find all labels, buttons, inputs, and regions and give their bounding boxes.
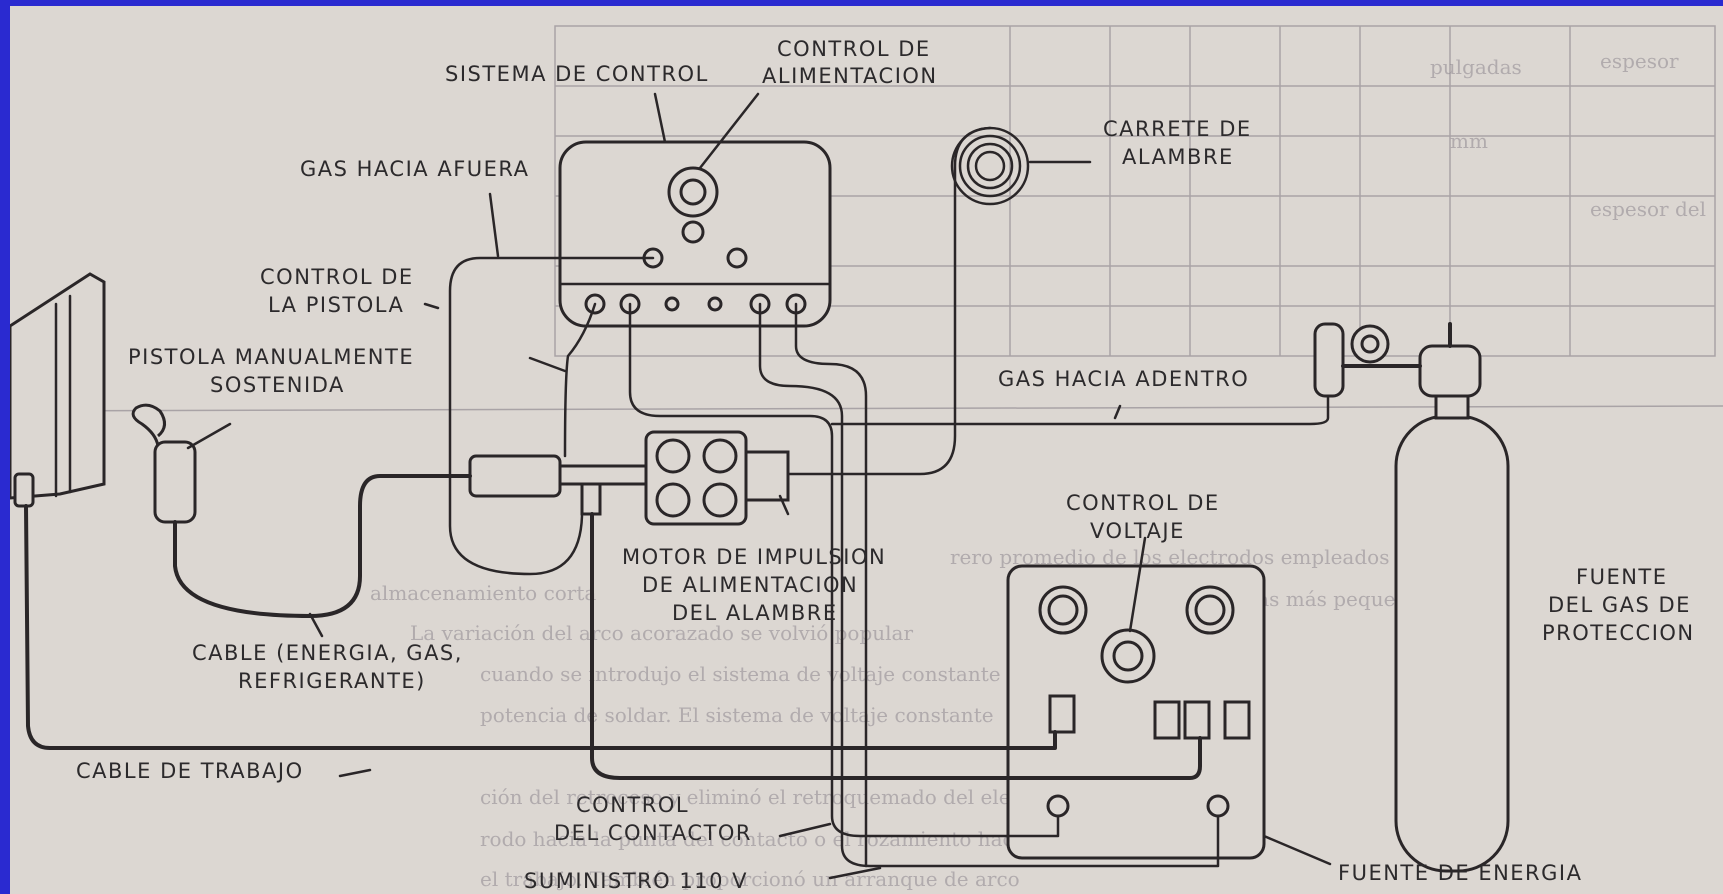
ghost-text-6: almacenamiento corta — [370, 581, 596, 605]
label-fuente-gas-1: FUENTE — [1576, 565, 1668, 589]
label-fuente-de-energia: FUENTE DE ENERGIA — [1338, 861, 1582, 885]
power-terminal-4[interactable] — [1225, 702, 1249, 738]
contactor-port[interactable] — [1048, 796, 1068, 816]
supply-port[interactable] — [1208, 796, 1228, 816]
feeder-lamp-2 — [709, 298, 721, 310]
label-carrete-2: ALAMBRE — [1122, 145, 1234, 169]
control-system-box — [560, 142, 830, 326]
power-terminal-2[interactable] — [1155, 702, 1179, 738]
label-control-alimentacion-2: ALIMENTACION — [762, 64, 938, 88]
label-carrete-1: CARRETE DE — [1103, 117, 1252, 141]
label-control-voltaje-2: VOLTAJE — [1090, 519, 1185, 543]
label-fuente-gas-3: PROTECCION — [1542, 621, 1695, 645]
diagram-page: espesor pulgadas mm espesor del rero pro… — [10, 6, 1723, 894]
ghost-text-0: espesor — [1600, 49, 1679, 73]
label-control-contactor-2: DEL CONTACTOR — [554, 821, 752, 845]
contactor-cable — [630, 304, 1058, 836]
label-control-pistola-2: LA PISTOLA — [268, 293, 404, 317]
label-fuente-gas-2: DEL GAS DE — [1548, 593, 1691, 617]
ghost-text-7: La variación del arco acorazado se volvi… — [410, 621, 913, 645]
gas-in-port[interactable] — [728, 249, 746, 267]
power-terminal-3[interactable] — [1185, 702, 1209, 738]
ghost-text-2: mm — [1450, 129, 1488, 153]
label-gas-hacia-adentro: GAS HACIA ADENTRO — [998, 367, 1249, 391]
label-gas-hacia-afuera: GAS HACIA AFUERA — [300, 157, 530, 181]
workpiece — [10, 274, 104, 506]
wire-drive-motor — [646, 432, 788, 524]
label-pistola-1: PISTOLA MANUALMENTE — [128, 345, 414, 369]
label-control-contactor-1: CONTROL — [576, 793, 689, 817]
torch-connector — [470, 456, 646, 514]
power-terminal-1[interactable] — [1050, 696, 1074, 732]
label-pistola-2: SOSTENIDA — [210, 373, 345, 397]
label-control-pistola-1: CONTROL DE — [260, 265, 414, 289]
ghost-text-1: pulgadas — [1430, 55, 1522, 79]
flow-regulator[interactable] — [1315, 324, 1343, 396]
label-suministro: SUMINISTRO 110 V — [524, 869, 748, 893]
gas-in-hose — [832, 396, 1328, 424]
label-cable-2: REFRIGERANTE) — [238, 669, 426, 693]
label-motor-1: MOTOR DE IMPULSION — [622, 545, 886, 569]
label-cable-1: CABLE (ENERGIA, GAS, — [192, 641, 463, 665]
label-motor-3: DEL ALAMBRE — [672, 601, 838, 625]
gmaw-equipment-diagram: espesor pulgadas mm espesor del rero pro… — [10, 6, 1723, 894]
welding-gun[interactable] — [133, 405, 195, 522]
label-sistema-de-control: SISTEMA DE CONTROL — [445, 62, 709, 86]
label-control-alimentacion-1: CONTROL DE — [777, 37, 931, 61]
label-control-voltaje-1: CONTROL DE — [1066, 491, 1220, 515]
label-cable-de-trabajo: CABLE DE TRABAJO — [76, 759, 304, 783]
ghost-text-3: espesor del — [1590, 197, 1706, 221]
label-motor-2: DE ALIMENTACION — [642, 573, 858, 597]
power-source — [1008, 566, 1264, 858]
feeder-lamp-1 — [666, 298, 678, 310]
ghost-text-9: potencia de soldar. El sistema de voltaj… — [480, 703, 994, 727]
ghost-text-10: ción del retroceso y eliminó el retroque… — [480, 785, 1076, 809]
ghost-text-8: cuando se introdujo el sistema de voltaj… — [480, 662, 1001, 686]
